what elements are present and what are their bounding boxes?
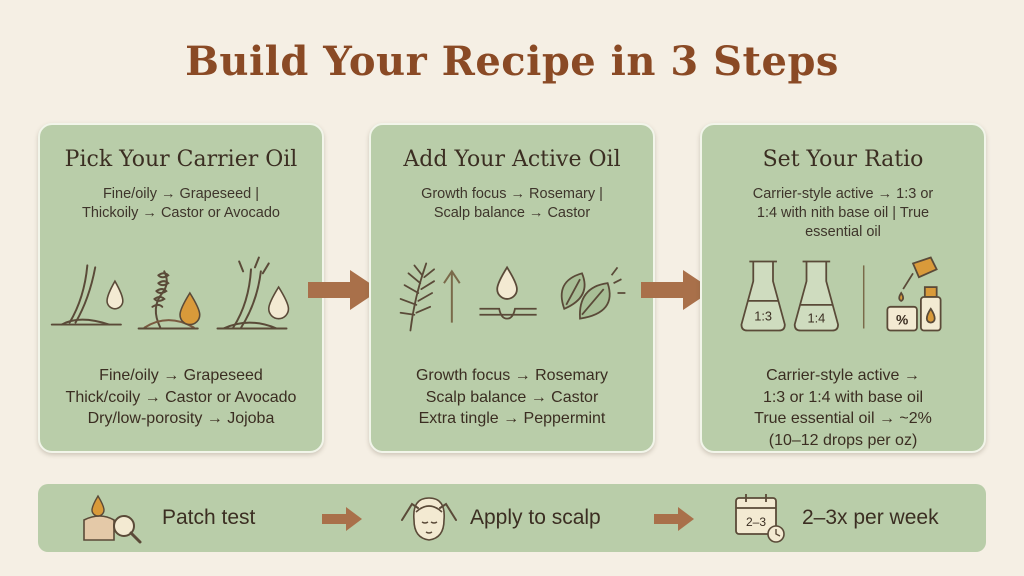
step-card-carrier-oil: Pick Your Carrier Oil Fine/oily → Grapes… bbox=[38, 123, 324, 453]
recommendation-list: Fine/oily → Grapeseed Thick/coily → Cast… bbox=[40, 365, 322, 430]
calendar-text: 2–3 bbox=[746, 515, 766, 529]
subtitle-line: Fine/oily → Grapeseed | bbox=[102, 186, 260, 202]
list-item: Extra tingle → Peppermint bbox=[418, 410, 606, 427]
process-label: 2–3x per week bbox=[802, 506, 939, 529]
list-item: Thick/coily → Castor or Avocado bbox=[65, 388, 297, 406]
step-heading: Set Your Ratio bbox=[762, 147, 924, 172]
oil-drop-icon bbox=[179, 291, 201, 326]
right-arrow-icon bbox=[308, 270, 380, 310]
right-arrow-icon bbox=[641, 270, 713, 310]
rosemary-sprig-icon bbox=[399, 262, 435, 332]
ratio-illustration: 1:3 1:4 % bbox=[740, 256, 942, 332]
recommendation-list: Growth focus → Rosemary Scalp balance → … bbox=[371, 365, 653, 430]
step-heading: Add Your Active Oil bbox=[403, 147, 621, 172]
process-bar: Patch test Apply to scalp 2–3 2–3x per w… bbox=[38, 484, 986, 552]
process-label: Apply to scalp bbox=[470, 506, 601, 529]
patch-test-magnifier-icon bbox=[83, 494, 142, 544]
scalp-drop-icon bbox=[479, 265, 537, 320]
beaker-label: 1:4 bbox=[807, 311, 825, 326]
subtitle-line: Scalp balance → Castor bbox=[433, 205, 591, 221]
subtitle-line: essential oil bbox=[805, 224, 881, 240]
step-card-active-oil: Add Your Active Oil Growth focus → Rosem… bbox=[369, 123, 655, 453]
beaker-icon bbox=[793, 260, 839, 332]
list-item: True essential oil → ~2% bbox=[754, 410, 932, 427]
beaker-icon bbox=[740, 260, 786, 332]
process-step-apply: Apply to scalp bbox=[398, 484, 601, 552]
dropper-bottle-icon bbox=[886, 256, 942, 332]
process-label: Patch test bbox=[162, 506, 256, 529]
list-item: 1:3 or 1:4 with base oil bbox=[762, 388, 924, 406]
list-item: Dry/low-porosity → Jojoba bbox=[87, 410, 275, 427]
right-arrow-icon bbox=[654, 507, 694, 531]
beaker-label: 1:3 bbox=[754, 309, 772, 324]
recommendation-list: Carrier-style active → 1:3 or 1:4 with b… bbox=[702, 365, 984, 451]
subtitle-line: Carrier-style active → 1:3 or bbox=[752, 186, 934, 202]
list-item: (10–12 drops per oz) bbox=[768, 431, 918, 449]
step-subtitle: Fine/oily → Grapeseed | Thickoily → Cast… bbox=[56, 185, 306, 223]
fine-hair-strand-icon bbox=[50, 264, 122, 326]
scalp-massage-icon bbox=[401, 497, 457, 541]
oil-drop-icon bbox=[106, 279, 124, 310]
process-step-patch-test: Patch test bbox=[80, 484, 255, 552]
growth-arrow-icon bbox=[443, 269, 461, 323]
subtitle-line: Growth focus → Rosemary | bbox=[421, 186, 603, 202]
coily-hair-strand-icon bbox=[137, 270, 199, 330]
list-item: Fine/oily → Grapeseed bbox=[99, 367, 263, 384]
hair-type-illustration bbox=[50, 256, 290, 330]
active-oil-illustration bbox=[399, 262, 626, 332]
right-arrow-icon bbox=[322, 507, 362, 531]
list-item: Growth focus → Rosemary bbox=[415, 367, 609, 384]
process-step-frequency: 2–3 2–3x per week bbox=[732, 484, 939, 552]
list-item: Carrier-style active → bbox=[766, 367, 920, 384]
step-subtitle: Growth focus → Rosemary | Scalp balance … bbox=[387, 185, 637, 223]
step-heading: Pick Your Carrier Oil bbox=[64, 147, 298, 172]
subtitle-line: Thickoily → Castor or Avocado bbox=[82, 205, 280, 221]
step-subtitle: Carrier-style active → 1:3 or 1:4 with n… bbox=[718, 185, 968, 242]
list-item: Scalp balance → Castor bbox=[425, 388, 599, 406]
thick-hair-strand-icon bbox=[216, 256, 288, 330]
subtitle-line: 1:4 with nith base oil | True bbox=[756, 205, 930, 221]
step-card-ratio: Set Your Ratio Carrier-style active → 1:… bbox=[700, 123, 986, 453]
page-title: Build Your Recipe in 3 Steps bbox=[185, 38, 839, 85]
calendar-icon: 2–3 bbox=[735, 494, 785, 543]
percent-symbol: % bbox=[896, 313, 908, 328]
mint-leaf-icon bbox=[560, 266, 626, 320]
oil-drop-icon bbox=[267, 285, 290, 320]
